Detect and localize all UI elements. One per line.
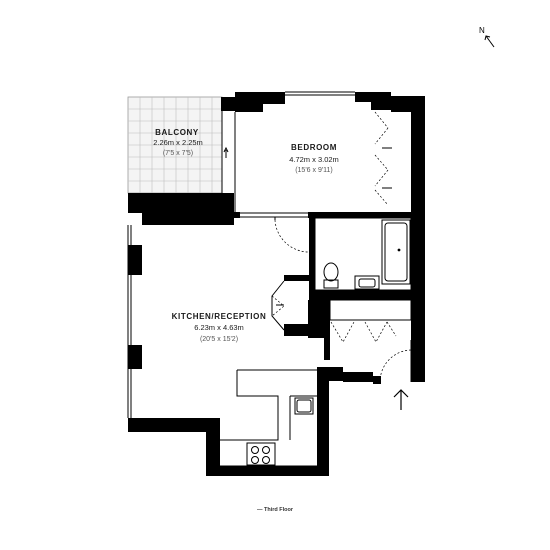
bedroom-metric: 4.72m x 3.02m bbox=[289, 155, 339, 164]
compass-north-label: N bbox=[479, 26, 485, 35]
kitchen-imperial: (20'5 x 15'2) bbox=[200, 336, 238, 343]
balcony-label: BALCONY 2.26m x 2.25m (7'5 x 7'5) bbox=[153, 128, 203, 157]
fitting-markers bbox=[276, 147, 392, 306]
compass: N bbox=[479, 26, 495, 48]
bedroom-imperial: (15'6 x 9'11) bbox=[295, 167, 333, 174]
compass-arrow-icon bbox=[485, 35, 495, 48]
bedroom-label: BEDROOM 4.72m x 3.02m (15'6 x 9'11) bbox=[289, 143, 339, 174]
balcony-metric: 2.26m x 2.25m bbox=[153, 138, 203, 147]
kitchen-label: KITCHEN/RECEPTION 6.23m x 4.63m (20'5 x … bbox=[172, 312, 267, 343]
balcony-imperial: (7'5 x 7'5) bbox=[163, 150, 193, 157]
entrance-arrowhead-icon bbox=[393, 389, 409, 398]
doors bbox=[223, 111, 412, 410]
bedroom-name: BEDROOM bbox=[291, 143, 337, 152]
thin-outlines bbox=[127, 91, 415, 467]
floor-label: — Third Floor bbox=[257, 507, 294, 513]
compass-arrowhead-icon bbox=[484, 35, 491, 41]
kitchen-metric: 6.23m x 4.63m bbox=[194, 323, 244, 332]
kitchen-name: KITCHEN/RECEPTION bbox=[172, 312, 267, 321]
balcony-name: BALCONY bbox=[155, 128, 199, 137]
